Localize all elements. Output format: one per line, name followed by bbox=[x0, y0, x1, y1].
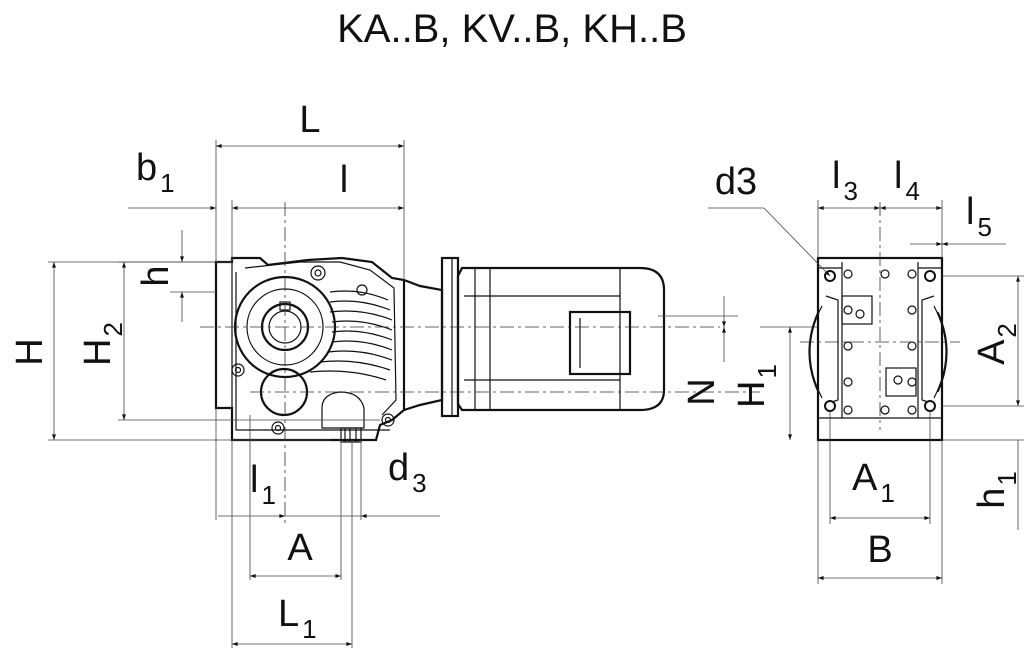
drawing-title: KA..B, KV..B, KH..B bbox=[337, 7, 687, 51]
label-N: N bbox=[681, 378, 723, 405]
label-l: l bbox=[340, 159, 348, 201]
label-H1: H1 bbox=[731, 364, 782, 408]
end-view-dimensions bbox=[708, 206, 1020, 580]
label-A: A bbox=[287, 527, 313, 569]
side-view-dimensions bbox=[52, 144, 818, 646]
side-view-center-lines bbox=[48, 140, 760, 648]
label-h: h bbox=[135, 265, 177, 286]
label-B: B bbox=[867, 529, 892, 571]
label-H2: H2 bbox=[77, 322, 128, 366]
label-h1: h1 bbox=[971, 471, 1022, 509]
label-A2: A2 bbox=[971, 323, 1022, 365]
gearbox-side-view bbox=[214, 256, 406, 443]
cooling-fins bbox=[309, 290, 393, 381]
end-view-bolts bbox=[843, 269, 917, 415]
motor-side-view bbox=[403, 256, 666, 418]
label-H: H bbox=[9, 338, 51, 365]
label-L: L bbox=[299, 99, 320, 141]
label-d3-end: d3 bbox=[715, 161, 757, 203]
housing-bolts bbox=[231, 265, 395, 435]
end-view-center-lines bbox=[800, 200, 1024, 584]
